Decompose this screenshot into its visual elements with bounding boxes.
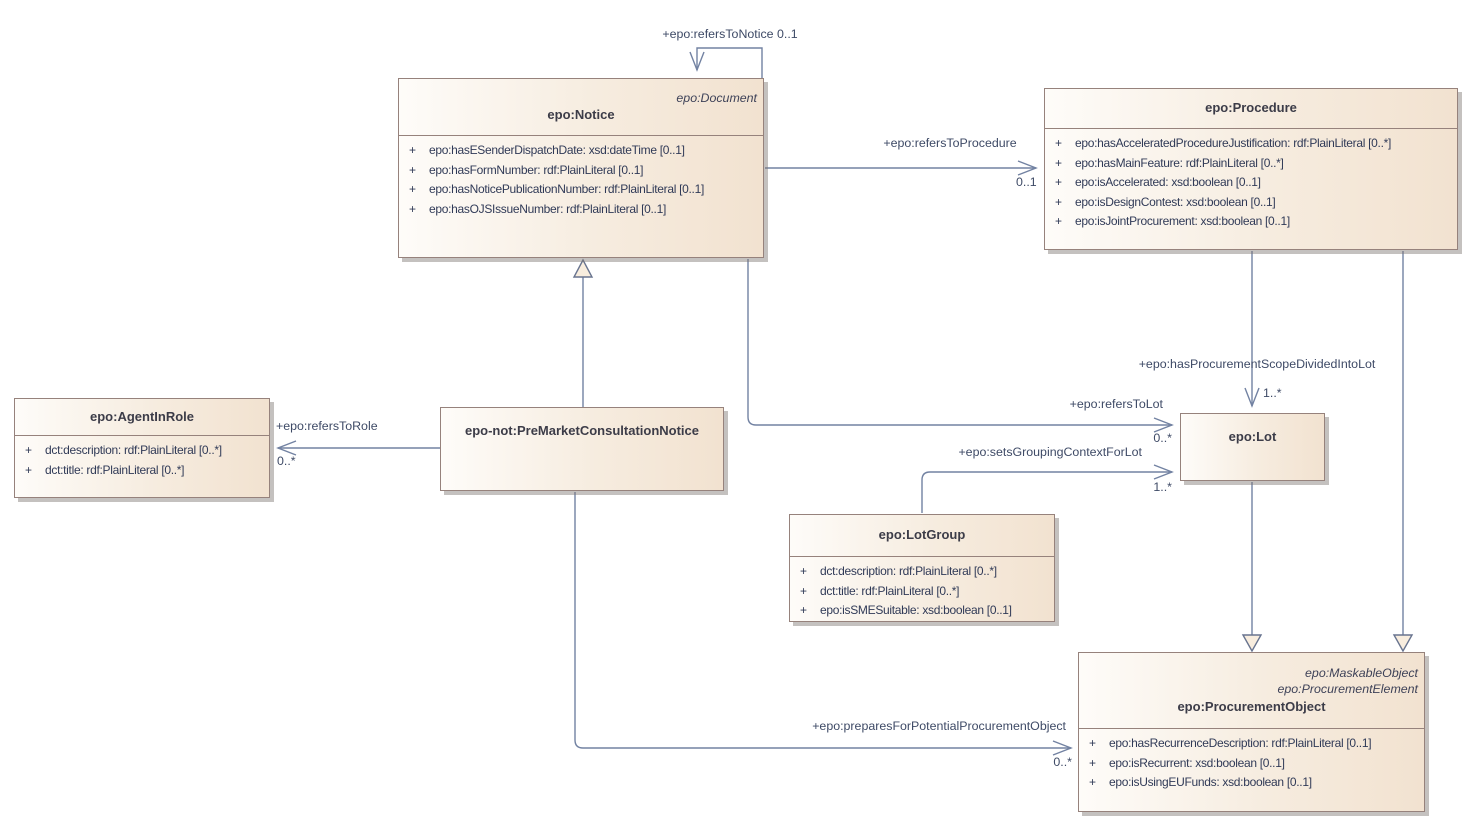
refers-to-lot-label: +epo:refersToLot	[1069, 397, 1163, 411]
attribute-row[interactable]: + dct:title: rdf:PlainLiteral [0..*]	[15, 461, 269, 481]
class-attributes-procurementobject: + epo:hasRecurrenceDescription: rdf:Plain…	[1079, 729, 1424, 793]
attribute-visibility: +	[1055, 214, 1062, 228]
class-attributes-agentinrole: + dct:description: rdf:PlainLiteral [0..*…	[15, 436, 269, 480]
class-header-lotgroup: epo:LotGroup	[790, 515, 1054, 557]
attribute-visibility: +	[409, 162, 416, 177]
class-title: epo-not:PreMarketConsultationNotice	[464, 423, 699, 438]
attribute-row[interactable]: + epo:hasESenderDispatchDate: xsd:dateTim…	[399, 141, 763, 161]
attribute-row[interactable]: + epo:isUsingEUFunds: xsd:boolean [0..1]	[1079, 773, 1424, 793]
attribute-visibility: +	[25, 443, 32, 457]
attribute-row[interactable]: + epo:hasFormNumber: rdf:PlainLiteral [0.…	[399, 161, 763, 181]
sets-grouping-context-for-lot-line[interactable]	[921, 464, 1174, 513]
attribute-row[interactable]: + dct:description: rdf:PlainLiteral [0..*…	[15, 441, 269, 461]
attribute-text: dct:title: rdf:PlainLiteral [0..*]	[820, 583, 960, 598]
refers-to-notice-line[interactable]	[689, 47, 763, 79]
attribute-text: epo:hasNoticePublicationNumber: rdf:Plai…	[429, 182, 704, 196]
attribute-text: epo:hasMainFeature: rdf:PlainLiteral [0.…	[1075, 155, 1284, 170]
generalization-procedure-procurementobject-generalization-arrow-icon	[1392, 634, 1414, 653]
class-box-lotgroup[interactable]: epo:LotGroup + dct:description: rdf:PlainL…	[789, 514, 1055, 622]
attribute-text: epo:isUsingEUFunds: xsd:boolean [0..1]	[1109, 775, 1312, 789]
class-title: epo:Lot	[1228, 429, 1277, 444]
attribute-visibility: +	[25, 462, 32, 477]
class-stereotype: epo:ProcurementElement	[1277, 682, 1418, 697]
class-title: epo:ProcurementObject	[1177, 699, 1326, 715]
attribute-row[interactable]: + epo:hasOJSIssueNumber: rdf:PlainLiteral…	[399, 200, 763, 220]
attribute-row[interactable]: + epo:isRecurrent: xsd:boolean [0..1]	[1079, 754, 1424, 774]
attribute-visibility: +	[800, 564, 807, 578]
generalization-lot-procurementobject-generalization-arrow-icon	[1241, 634, 1263, 653]
attribute-row[interactable]: + dct:title: rdf:PlainLiteral [0..*]	[790, 582, 1054, 602]
sets-grouping-context-for-lot-label: +epo:setsGroupingContextForLot	[958, 445, 1142, 459]
attribute-row[interactable]: + epo:isSMESuitable: xsd:boolean [0..1]	[790, 601, 1054, 621]
attribute-text: dct:title: rdf:PlainLiteral [0..*]	[45, 462, 185, 477]
prepares-for-potential-procurement-object-multiplicity: 0..*	[1053, 755, 1072, 769]
attribute-visibility: +	[409, 182, 416, 196]
attribute-visibility: +	[1055, 155, 1062, 170]
refers-to-procedure-label: +epo:refersToProcedure	[883, 136, 1017, 150]
attribute-visibility: +	[1089, 736, 1096, 750]
attribute-text: dct:description: rdf:PlainLiteral [0..*]	[820, 564, 997, 578]
has-procurement-scope-divided-into-lot-multiplicity: 1..*	[1263, 386, 1282, 400]
class-title: epo:LotGroup	[878, 527, 966, 543]
class-title: epo:Procedure	[1205, 100, 1297, 116]
attribute-visibility: +	[1089, 755, 1096, 770]
attribute-text: epo:isJointProcurement: xsd:boolean [0..…	[1075, 214, 1290, 228]
class-header-notice: epo:Document epo:Notice	[399, 79, 763, 136]
attribute-row[interactable]: + epo:hasNoticePublicationNumber: rdf:Pla…	[399, 180, 763, 200]
class-box-premarket[interactable]: epo-not:PreMarketConsultationNotice	[440, 407, 724, 491]
attribute-row[interactable]: + epo:hasRecurrenceDescription: rdf:Plain…	[1079, 734, 1424, 754]
sets-grouping-context-for-lot-multiplicity: 1..*	[1153, 480, 1172, 494]
class-title: epo:AgentInRole	[90, 408, 194, 424]
attribute-text: epo:isDesignContest: xsd:boolean [0..1]	[1075, 194, 1276, 209]
class-box-agentinrole[interactable]: epo:AgentInRole + dct:description: rdf:Pla…	[14, 398, 270, 498]
refers-to-role-label: +epo:refersToRole	[276, 419, 378, 433]
attribute-row[interactable]: + epo:hasAcceleratedProcedureJustificatio…	[1045, 134, 1457, 154]
refers-to-lot-multiplicity: 0..*	[1153, 431, 1172, 445]
class-attributes-notice: + epo:hasESenderDispatchDate: xsd:dateTim…	[399, 136, 763, 219]
class-attributes-procedure: + epo:hasAcceleratedProcedureJustificatio…	[1045, 129, 1457, 232]
class-box-procurementobject[interactable]: epo:MaskableObject epo:ProcurementElement…	[1078, 652, 1425, 812]
attribute-text: epo:hasESenderDispatchDate: xsd:dateTime…	[429, 143, 685, 157]
attribute-text: epo:isSMESuitable: xsd:boolean [0..1]	[820, 603, 1012, 617]
class-stereotype: epo:Document	[676, 90, 757, 105]
refers-to-notice-label: +epo:refersToNotice 0..1	[662, 27, 798, 41]
class-header-premarket: epo-not:PreMarketConsultationNotice	[441, 408, 723, 452]
class-box-lot[interactable]: epo:Lot	[1180, 413, 1325, 481]
has-procurement-scope-divided-into-lot-label: +epo:hasProcurementScopeDividedIntoLot	[1138, 357, 1376, 371]
attribute-row[interactable]: + epo:isJointProcurement: xsd:boolean [0.…	[1045, 212, 1457, 232]
refers-to-role-multiplicity: 0..*	[277, 454, 296, 468]
attribute-visibility: +	[1055, 175, 1062, 189]
attribute-visibility: +	[409, 143, 416, 157]
class-header-procedure: epo:Procedure	[1045, 89, 1457, 129]
attribute-row[interactable]: + epo:isDesignContest: xsd:boolean [0..1]	[1045, 193, 1457, 213]
class-attributes-lotgroup: + dct:description: rdf:PlainLiteral [0..*…	[790, 557, 1054, 621]
class-stereotype: epo:MaskableObject	[1305, 665, 1418, 680]
attribute-text: epo:hasRecurrenceDescription: rdf:PlainL…	[1109, 736, 1372, 750]
attribute-row[interactable]: + dct:description: rdf:PlainLiteral [0..*…	[790, 562, 1054, 582]
attribute-text: epo:hasFormNumber: rdf:PlainLiteral [0..…	[429, 162, 644, 177]
attribute-text: epo:hasAcceleratedProcedureJustification…	[1075, 136, 1392, 150]
attribute-row[interactable]: + epo:hasMainFeature: rdf:PlainLiteral [0…	[1045, 154, 1457, 174]
class-header-lot: epo:Lot	[1181, 414, 1324, 468]
attribute-text: epo:hasOJSIssueNumber: rdf:PlainLiteral …	[429, 201, 666, 216]
attribute-visibility: +	[800, 603, 807, 617]
class-title: epo:Notice	[547, 107, 615, 123]
attribute-text: epo:isRecurrent: xsd:boolean [0..1]	[1109, 755, 1285, 770]
attribute-visibility: +	[1089, 775, 1096, 789]
attribute-text: epo:isAccelerated: xsd:boolean [0..1]	[1075, 175, 1261, 189]
attribute-visibility: +	[1055, 194, 1062, 209]
attribute-visibility: +	[409, 201, 416, 216]
class-header-procurementobject: epo:MaskableObject epo:ProcurementElement…	[1079, 653, 1424, 729]
class-box-notice[interactable]: epo:Document epo:Notice + epo:hasESenderDis…	[398, 78, 764, 258]
prepares-for-potential-procurement-object-label: +epo:preparesForPotentialProcurementObje…	[812, 719, 1066, 733]
attribute-visibility: +	[1055, 136, 1062, 150]
generalization-premarket-notice-generalization-arrow-icon	[572, 258, 594, 278]
class-box-procedure[interactable]: epo:Procedure + epo:hasAcceleratedProcedur…	[1044, 88, 1458, 250]
attribute-text: dct:description: rdf:PlainLiteral [0..*]	[45, 443, 222, 457]
attribute-visibility: +	[800, 583, 807, 598]
class-header-agentinrole: epo:AgentInRole	[15, 399, 269, 436]
attribute-row[interactable]: + epo:isAccelerated: xsd:boolean [0..1]	[1045, 173, 1457, 193]
refers-to-procedure-multiplicity: 0..1	[1016, 175, 1037, 189]
